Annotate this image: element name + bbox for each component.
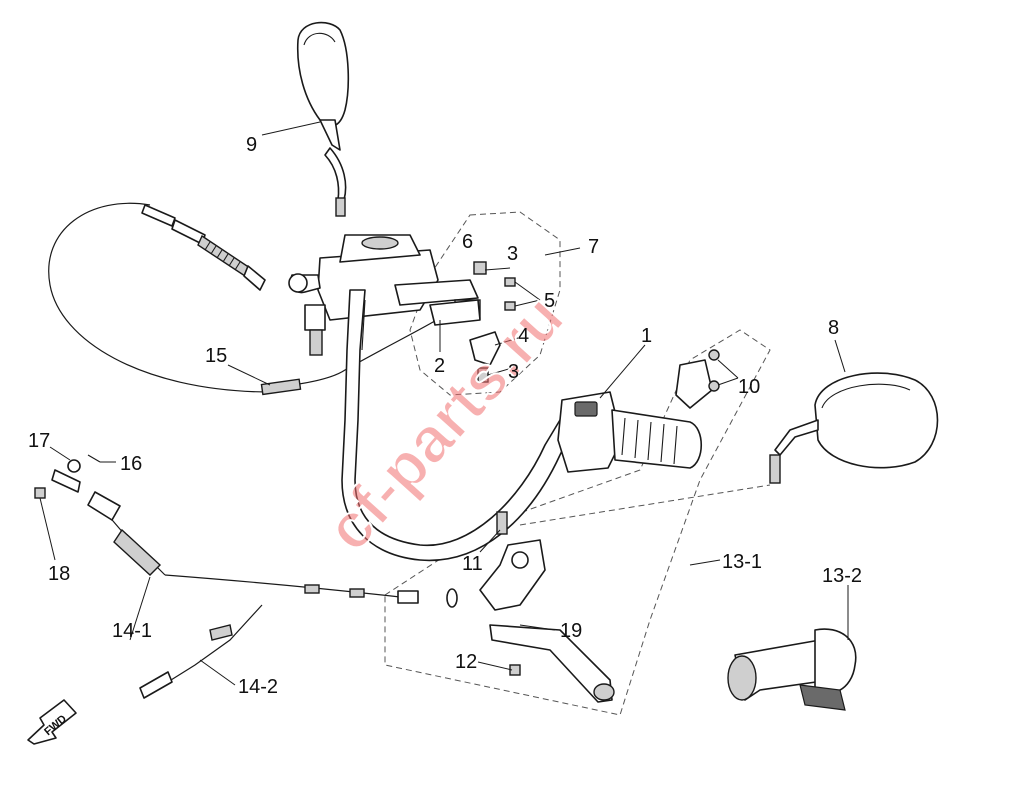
callout-4: 4 [518,325,529,347]
callout-10: 10 [738,376,760,398]
callout-17: 17 [28,430,50,452]
callout-14-2: 14-2 [238,676,278,698]
clutch-lever-assembly [479,511,615,703]
fwd-arrow-icon: FWD [27,699,77,745]
callout-3-bottom: 3 [508,361,519,383]
right-mirror [769,372,939,484]
clutch-perch-13-2 [727,628,857,711]
callout-12: 12 [455,651,477,673]
callout-13-2: 13-2 [822,565,862,587]
callout-8: 8 [828,317,839,339]
callout-15: 15 [205,345,227,367]
callout-11: 11 [462,553,483,575]
callout-13-1: 13-1 [722,551,762,573]
group-outline-13-1 [384,329,771,716]
callout-18: 18 [48,563,70,585]
leader-lines [39,121,849,686]
small-hardware [34,454,101,499]
cable-14-2 [139,604,263,699]
callout-14-1: 14-1 [112,620,152,642]
group-outline-7 [409,211,561,396]
callout-16: 16 [120,453,142,475]
callout-7: 7 [588,236,599,258]
callout-labels: 9 15 6 3 7 5 4 2 3 1 8 10 17 16 18 11 13… [28,134,862,698]
callout-6: 6 [462,231,473,253]
callout-1: 1 [641,325,652,347]
callout-9: 9 [246,134,257,156]
cable-15 [48,202,441,396]
callout-3-top: 3 [507,243,518,265]
clamp-10 [675,349,720,409]
callout-2: 2 [434,355,445,377]
cable-14-1 [87,491,458,608]
left-control-assembly [288,234,481,356]
callout-19: 19 [560,620,582,642]
right-switch-and-grip [557,391,702,473]
left-mirror [296,21,350,217]
callout-5: 5 [544,290,555,312]
master-cylinder-hardware [429,261,516,383]
leader-mirror-to-lever [519,484,771,526]
